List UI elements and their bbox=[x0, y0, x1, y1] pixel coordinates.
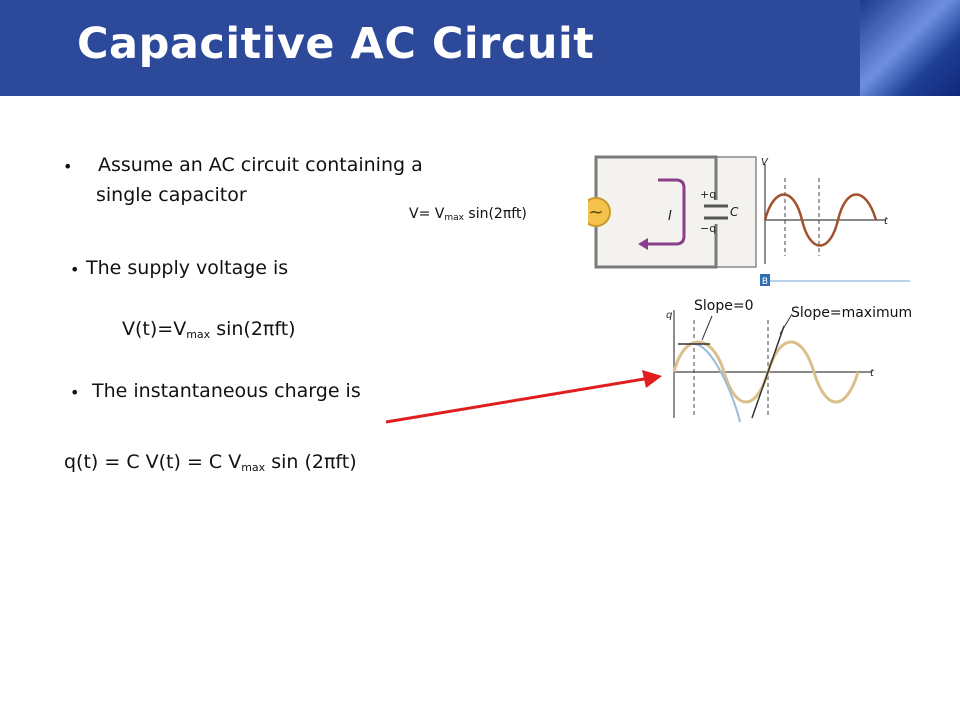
bullet-marker: • bbox=[70, 383, 80, 402]
title-bar: Capacitive AC Circuit bbox=[0, 0, 960, 96]
voltage-y-label: V bbox=[761, 157, 769, 168]
charge-graph: q t bbox=[666, 310, 875, 423]
ac-source-symbol: ~ bbox=[588, 202, 603, 223]
slope-max-pointer bbox=[779, 313, 793, 335]
bullet-marker: • bbox=[63, 157, 73, 176]
header-decoration bbox=[860, 0, 960, 96]
slope-max-label: Slope=maximum bbox=[791, 305, 913, 321]
slope-zero-pointer bbox=[701, 315, 713, 341]
plus-q-label: +q bbox=[700, 188, 716, 201]
voltage-equation: V(t)=Vmax sin(2πft) bbox=[122, 318, 296, 341]
charge-y-label: q bbox=[666, 310, 672, 321]
slope-zero-label: Slope=0 bbox=[694, 298, 754, 314]
charge-tangent-curve bbox=[693, 343, 741, 423]
panel-b-badge bbox=[760, 274, 770, 286]
current-label: I bbox=[668, 209, 672, 224]
charge-equation: q(t) = C V(t) = C Vmax sin (2πft) bbox=[64, 451, 357, 474]
current-arrow-icon bbox=[638, 238, 648, 250]
capacitor-gap bbox=[700, 200, 732, 224]
voltage-graph: V t B bbox=[760, 157, 910, 287]
minus-q-label: −q bbox=[700, 222, 716, 235]
pointer-arrow bbox=[385, 370, 662, 424]
red-arrow-head-icon bbox=[642, 370, 662, 388]
voltage-x-label: t bbox=[884, 216, 889, 227]
current-path bbox=[648, 178, 686, 246]
ac-source-icon bbox=[588, 197, 611, 227]
slide-title: Capacitive AC Circuit bbox=[77, 19, 595, 69]
capacitor-label: C bbox=[730, 205, 739, 219]
inline-voltage-equation: V= Vmax sin(2πft) bbox=[409, 206, 527, 223]
bullet-1-line-1: Assume an AC circuit containing a bbox=[98, 154, 423, 176]
slope-max-tangent bbox=[751, 325, 785, 419]
charge-x-label: t bbox=[870, 368, 875, 379]
red-arrow-line bbox=[385, 376, 651, 424]
circuit-diagram: ~ I +q −q C bbox=[588, 155, 757, 269]
voltage-wave bbox=[763, 193, 878, 247]
bullet-3-text: The instantaneous charge is bbox=[92, 380, 361, 402]
bullet-marker: • bbox=[70, 260, 80, 279]
bullet-2-text: The supply voltage is bbox=[86, 257, 289, 279]
bullet-1-line-2: single capacitor bbox=[96, 184, 247, 206]
panel-b-label: B bbox=[762, 277, 768, 287]
